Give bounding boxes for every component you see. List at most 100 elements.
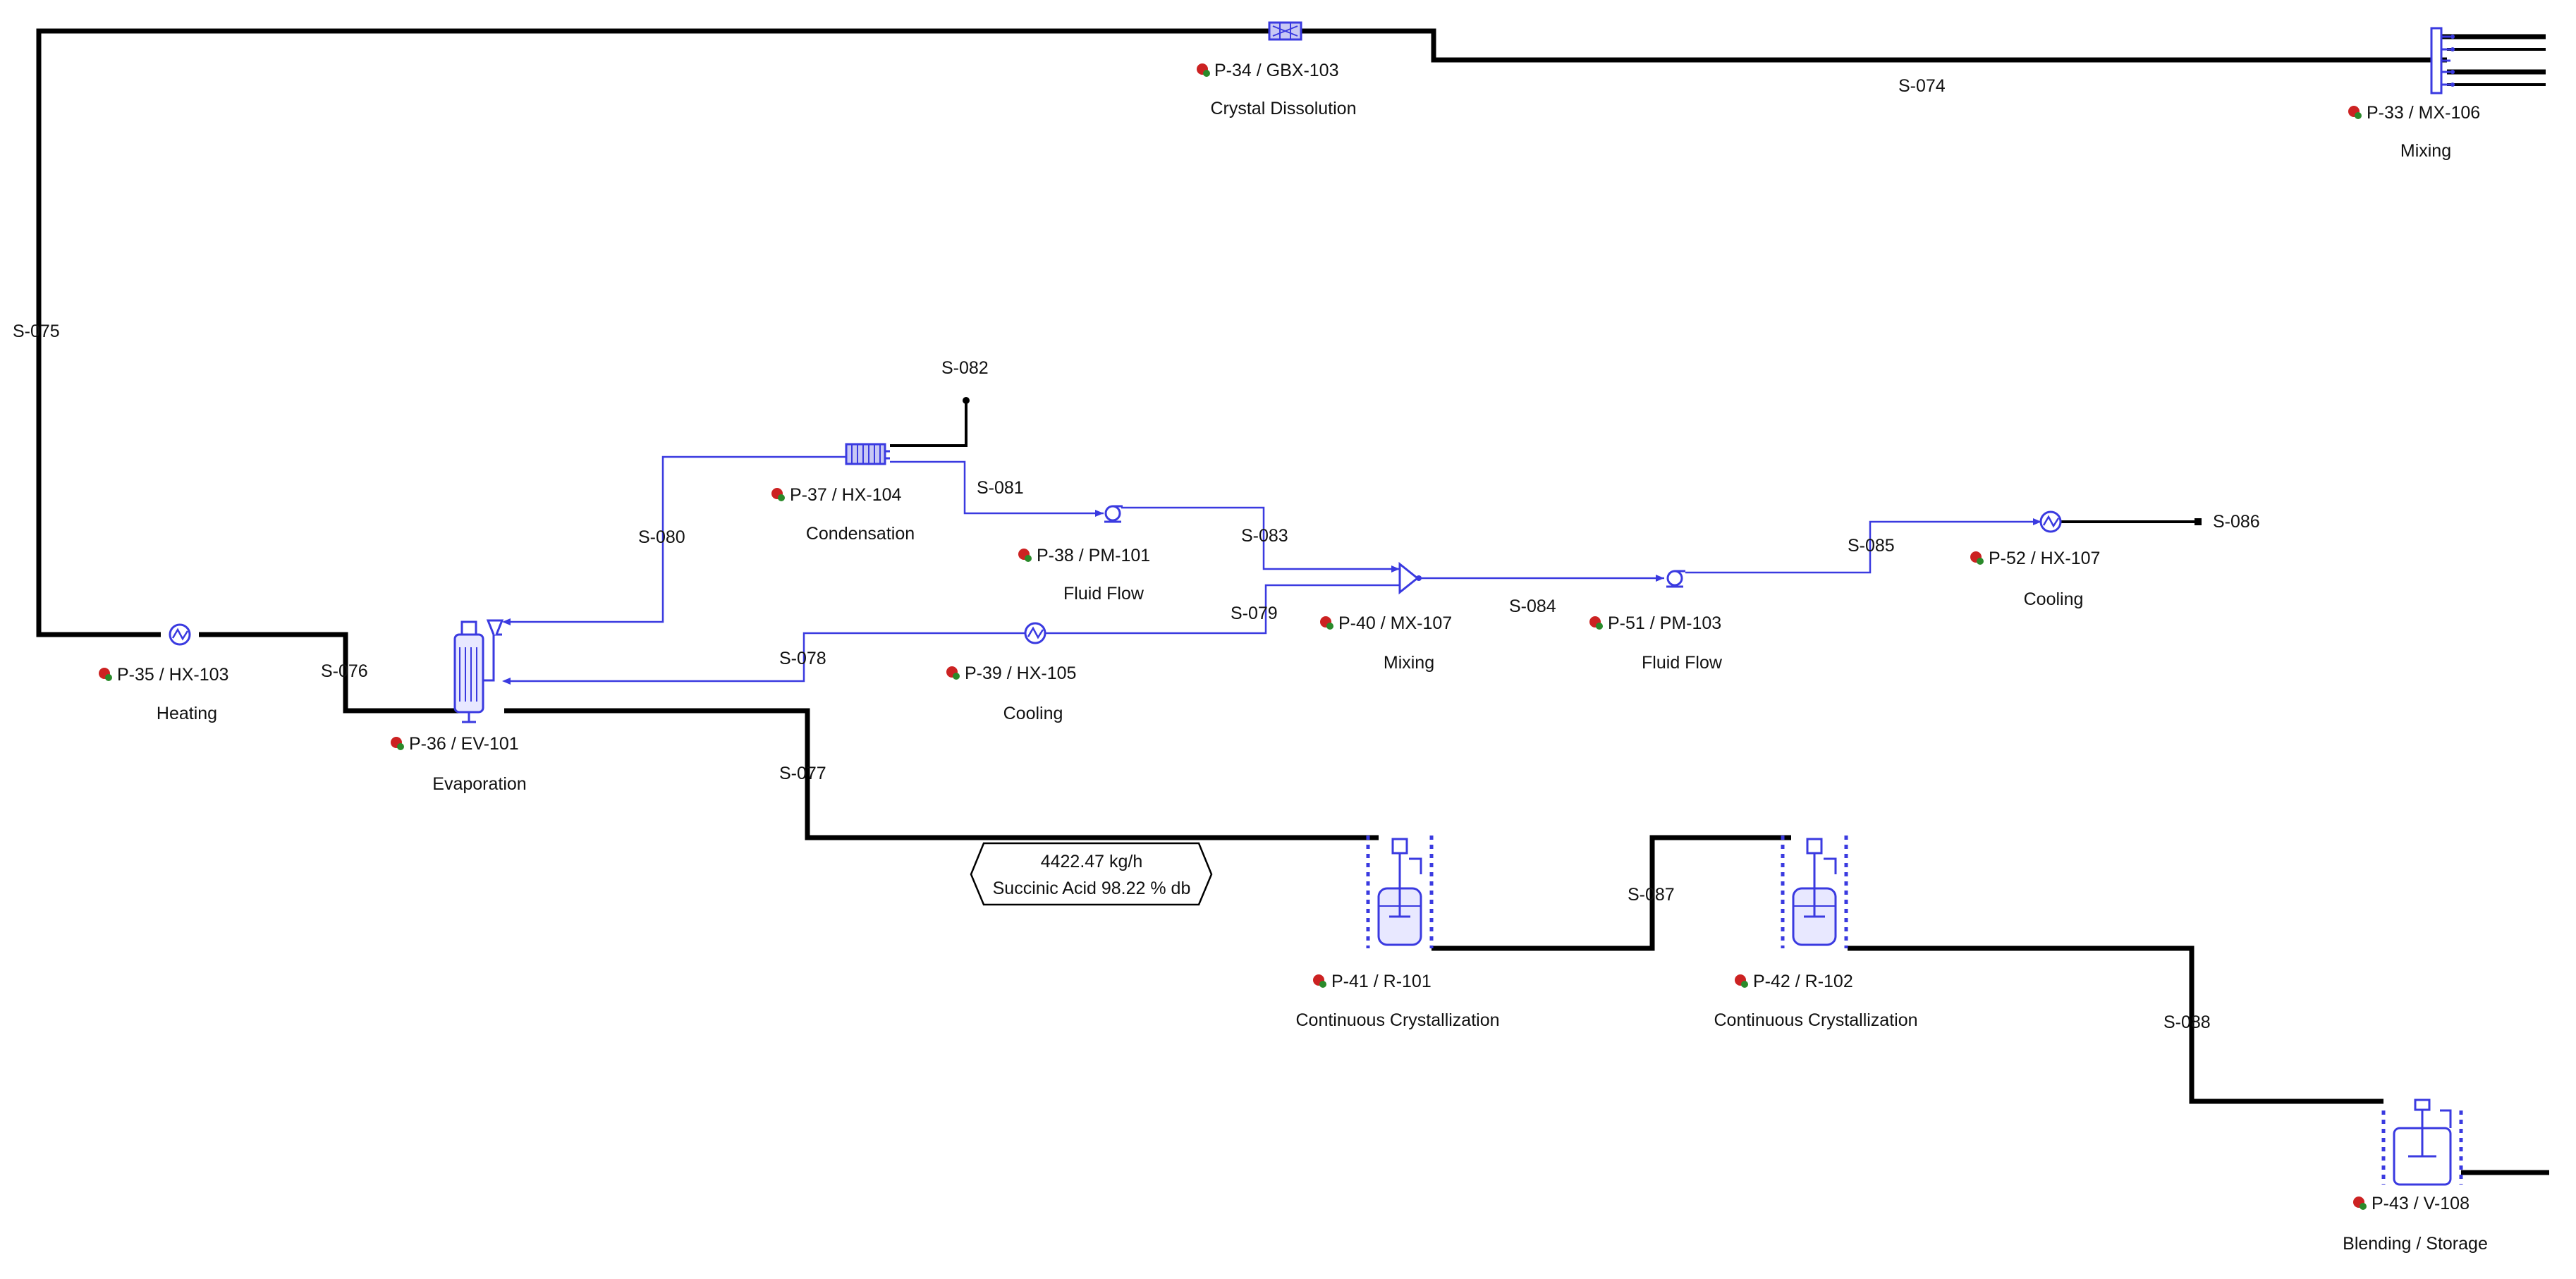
mixer-icon[interactable] xyxy=(2430,27,2455,94)
unit-status-icon xyxy=(1018,549,1032,562)
unit-desc: Cooling xyxy=(2024,589,2084,609)
stream-s080-line[interactable] xyxy=(506,455,846,623)
stream-label-s077[interactable]: S-077 xyxy=(779,764,826,783)
unit-desc: Continuous Crystallization xyxy=(1295,1010,1499,1030)
utility-streams xyxy=(502,397,2202,685)
storage-tank-icon[interactable] xyxy=(2381,1099,2463,1186)
unit-desc: Fluid Flow xyxy=(1642,653,1723,673)
unit-status-icon xyxy=(2348,106,2362,119)
unit-id: P-52 / HX-107 xyxy=(1989,549,2100,568)
stream-label-s085[interactable]: S-085 xyxy=(1848,536,1895,556)
unit-id: P-43 / V-108 xyxy=(2371,1194,2470,1213)
stream-label-s079[interactable]: S-079 xyxy=(1231,604,1278,623)
unit-desc: Mixing xyxy=(1384,653,1434,673)
cooler-icon[interactable] xyxy=(1024,622,1046,644)
unit-status-icon xyxy=(391,737,404,750)
pump-icon[interactable] xyxy=(1104,505,1123,523)
stream-label-s088[interactable]: S-088 xyxy=(2163,1012,2211,1032)
annotation-flow: 4422.47 kg/h xyxy=(1041,852,1143,871)
unit-p40[interactable]: P-40 / MX-107 Mixing xyxy=(1320,613,1452,673)
unit-id: P-35 / HX-103 xyxy=(117,665,228,685)
stream-s082-line[interactable] xyxy=(890,402,967,447)
stream-label-s081[interactable]: S-081 xyxy=(977,478,1024,498)
unit-id: P-41 / R-101 xyxy=(1331,972,1432,991)
stream-s079-line[interactable] xyxy=(1044,584,1400,635)
unit-desc: Crystal Dissolution xyxy=(1210,99,1356,118)
stream-s085-line[interactable] xyxy=(1685,520,2041,574)
stream-s076-line[interactable] xyxy=(199,632,465,714)
annotation-purity: Succinic Acid 98.22 % db xyxy=(993,879,1191,898)
unit-status-icon xyxy=(2353,1197,2367,1210)
unit-status-icon xyxy=(946,666,960,680)
stream-label-s076[interactable]: S-076 xyxy=(321,661,368,681)
unit-p43[interactable]: P-43 / V-108 Blending / Storage xyxy=(2343,1194,2488,1254)
heat-exchanger-icon[interactable] xyxy=(169,623,191,646)
main-streams xyxy=(36,28,2549,1175)
unit-status-icon xyxy=(1197,63,1210,77)
unit-labels: P-34 / GBX-103 Crystal Dissolution P-33 … xyxy=(99,61,2488,1254)
stream-s083-line[interactable] xyxy=(1121,506,1400,570)
unit-id: P-38 / PM-101 xyxy=(1037,546,1150,565)
grinder-icon[interactable] xyxy=(1268,21,1302,41)
unit-status-icon xyxy=(1970,551,1984,565)
unit-p37[interactable]: P-37 / HX-104 Condensation xyxy=(771,485,915,544)
unit-desc: Fluid Flow xyxy=(1063,584,1144,604)
unit-status-icon xyxy=(1589,616,1603,630)
stream-s077-line[interactable] xyxy=(504,708,1379,840)
unit-p34[interactable]: P-34 / GBX-103 Crystal Dissolution xyxy=(1197,61,1357,118)
stream-s087-line[interactable] xyxy=(1432,835,1791,951)
stream-label-s084[interactable]: S-084 xyxy=(1509,596,1556,616)
unit-p36[interactable]: P-36 / EV-101 Evaporation xyxy=(391,734,527,794)
unit-id: P-36 / EV-101 xyxy=(409,734,519,754)
stream-annotation[interactable]: 4422.47 kg/h Succinic Acid 98.22 % db xyxy=(970,842,1213,906)
stream-labels: S-074 S-075 S-076 S-077 S-078 S-079 S-08… xyxy=(13,76,2260,1032)
unit-desc: Mixing xyxy=(2400,141,2451,161)
stream-s088-line[interactable] xyxy=(1848,946,2383,1104)
mixer-icon[interactable] xyxy=(1398,561,1422,595)
unit-p38[interactable]: P-38 / PM-101 Fluid Flow xyxy=(1018,546,1150,604)
unit-id: P-39 / HX-105 xyxy=(965,663,1076,683)
unit-desc: Condensation xyxy=(806,524,915,544)
stream-label-s086[interactable]: S-086 xyxy=(2213,512,2260,532)
unit-desc: Continuous Crystallization xyxy=(1714,1010,1917,1030)
unit-id: P-34 / GBX-103 xyxy=(1214,61,1338,80)
unit-status-icon xyxy=(99,668,112,681)
unit-id: P-42 / R-102 xyxy=(1753,972,1853,991)
stream-label-s083[interactable]: S-083 xyxy=(1241,526,1288,546)
unit-id: P-40 / MX-107 xyxy=(1338,613,1452,633)
unit-status-icon xyxy=(771,488,785,501)
stream-label-s087[interactable]: S-087 xyxy=(1628,885,1675,905)
unit-desc: Heating xyxy=(157,704,217,723)
crystallizer-icon[interactable] xyxy=(1366,836,1434,948)
unit-id: P-33 / MX-106 xyxy=(2367,103,2480,123)
cooler-icon[interactable] xyxy=(2039,510,2062,533)
unit-p51[interactable]: P-51 / PM-103 Fluid Flow xyxy=(1589,613,1723,673)
unit-status-icon xyxy=(1313,974,1326,988)
evaporator-icon[interactable] xyxy=(453,619,504,723)
condenser-icon[interactable] xyxy=(845,443,890,465)
unit-status-icon xyxy=(1735,974,1748,988)
unit-status-icon xyxy=(1320,616,1333,630)
stream-label-s074[interactable]: S-074 xyxy=(1898,76,1946,96)
stream-s081-line[interactable] xyxy=(890,460,1104,515)
unit-desc: Evaporation xyxy=(432,774,526,794)
unit-id: P-37 / HX-104 xyxy=(790,485,902,505)
stream-s078-line[interactable] xyxy=(506,632,1026,683)
unit-desc: Cooling xyxy=(1003,704,1063,723)
stream-label-s078[interactable]: S-078 xyxy=(779,649,826,668)
stream-label-s082[interactable]: S-082 xyxy=(941,358,989,378)
unit-p35[interactable]: P-35 / HX-103 Heating xyxy=(99,665,228,723)
unit-p42[interactable]: P-42 / R-102 Continuous Crystallization xyxy=(1714,972,1917,1030)
stream-s074-line[interactable] xyxy=(1301,28,2447,63)
stream-label-s075[interactable]: S-075 xyxy=(13,322,60,341)
stream-label-s080[interactable]: S-080 xyxy=(638,527,685,547)
pump-icon[interactable] xyxy=(1666,570,1685,588)
unit-desc: Blending / Storage xyxy=(2343,1234,2488,1254)
stream-s075-line[interactable] xyxy=(36,28,1280,637)
unit-p52[interactable]: P-52 / HX-107 Cooling xyxy=(1970,549,2100,609)
crystallizer-icon[interactable] xyxy=(1781,836,1848,948)
unit-p33[interactable]: P-33 / MX-106 Mixing xyxy=(2348,103,2480,161)
unit-p39[interactable]: P-39 / HX-105 Cooling xyxy=(946,663,1076,723)
unit-p41[interactable]: P-41 / R-101 Continuous Crystallization xyxy=(1295,972,1499,1030)
